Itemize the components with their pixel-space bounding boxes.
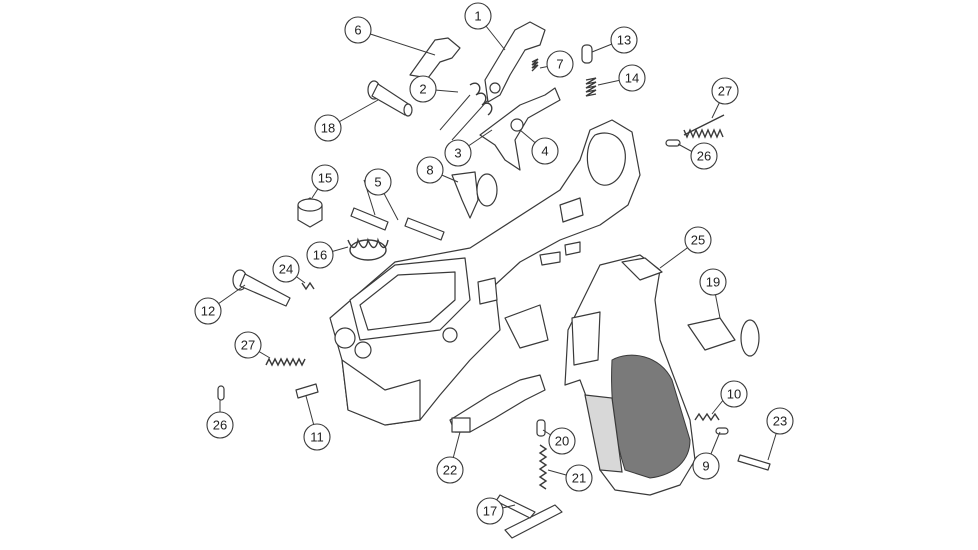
callout-label: 21: [572, 471, 586, 486]
callout-label: 8: [426, 163, 433, 178]
callout-label: 17: [483, 504, 497, 519]
bolt-catch-17: [495, 494, 563, 539]
callout-1: 1: [464, 2, 492, 30]
callout-25: 25: [684, 226, 712, 254]
callout-26-upper: 26: [690, 142, 718, 170]
callout-12: 12: [194, 297, 222, 325]
callout-5: 5: [364, 168, 392, 196]
buffer-retainer-15: [297, 197, 323, 228]
callout-7: 7: [546, 50, 574, 78]
callout-19: 19: [699, 268, 727, 296]
callout-24: 24: [272, 255, 300, 283]
spring-16: [347, 237, 389, 261]
callout-17: 17: [476, 497, 504, 525]
pins-5: [350, 207, 445, 241]
callout-label: 27: [718, 84, 732, 99]
callout-label: 15: [318, 171, 332, 186]
callout-11: 11: [303, 423, 331, 451]
callout-26-lower: 26: [206, 411, 234, 439]
callout-3: 3: [444, 139, 472, 167]
callout-label: 5: [374, 175, 381, 190]
hammer: [484, 21, 546, 103]
trigger-guard-22: [449, 374, 546, 433]
callout-label: 7: [556, 57, 563, 72]
callout-20: 20: [548, 427, 576, 455]
spring-21: [538, 444, 548, 490]
takedown-pin-12: [232, 269, 291, 307]
callout-label: 14: [625, 71, 639, 86]
pistol-grip: [564, 254, 696, 496]
callout-18: 18: [314, 114, 342, 142]
callout-label: 22: [443, 463, 457, 478]
callout-13: 13: [610, 26, 638, 54]
callout-label: 16: [313, 248, 327, 263]
callout-label: 13: [617, 33, 631, 48]
callout-23: 23: [766, 407, 794, 435]
callout-label: 18: [321, 121, 335, 136]
safety-selector: [451, 171, 498, 219]
callout-10: 10: [720, 380, 748, 408]
callout-label: 20: [555, 434, 569, 449]
callout-label: 1: [474, 9, 481, 24]
pin-20: [536, 419, 546, 437]
callout-label: 19: [706, 275, 720, 290]
callout-label: 10: [727, 387, 741, 402]
callout-label: 23: [773, 414, 787, 429]
magazine-release-19: [687, 317, 760, 357]
spring-10: [694, 412, 720, 422]
small-spring-7: [531, 58, 539, 72]
spring-27-lower: [265, 357, 306, 367]
callout-label: 3: [454, 146, 461, 161]
disconnector: [409, 37, 461, 79]
trigger: [479, 87, 561, 171]
callout-22: 22: [436, 456, 464, 484]
callout-label: 26: [213, 418, 227, 433]
spring-24: [301, 281, 315, 291]
callout-21: 21: [565, 464, 593, 492]
callout-label: 25: [691, 233, 705, 248]
callout-9: 9: [692, 452, 720, 480]
callout-label: 6: [354, 23, 361, 38]
callout-label: 2: [419, 82, 426, 97]
callout-label: 9: [702, 459, 709, 474]
callout-15: 15: [311, 164, 339, 192]
callout-16: 16: [306, 241, 334, 269]
pin-11: [295, 383, 319, 399]
callout-4: 4: [531, 137, 559, 165]
callout-label: 12: [201, 304, 215, 319]
detent-9: [715, 427, 729, 435]
callout-8: 8: [416, 156, 444, 184]
pin-26-upper: [665, 139, 681, 147]
callout-label: 11: [310, 430, 324, 445]
hammer-spring: [439, 82, 493, 141]
callout-6: 6: [344, 16, 372, 44]
pivot-pin-18: [367, 80, 413, 117]
callout-14: 14: [618, 64, 646, 92]
pin-26-lower: [217, 385, 225, 401]
spring-27-upper: [683, 114, 725, 139]
callout-27-upper: 27: [711, 77, 739, 105]
detent-13: [581, 44, 593, 64]
pin-23: [737, 454, 771, 471]
callout-label: 26: [697, 149, 711, 164]
spring-14: [585, 77, 597, 97]
callout-label: 4: [541, 144, 548, 159]
callout-2: 2: [409, 75, 437, 103]
callout-27-lower: 27: [234, 331, 262, 359]
callout-label: 27: [241, 338, 255, 353]
callout-label: 24: [279, 262, 293, 277]
lower-receiver: [329, 119, 641, 426]
